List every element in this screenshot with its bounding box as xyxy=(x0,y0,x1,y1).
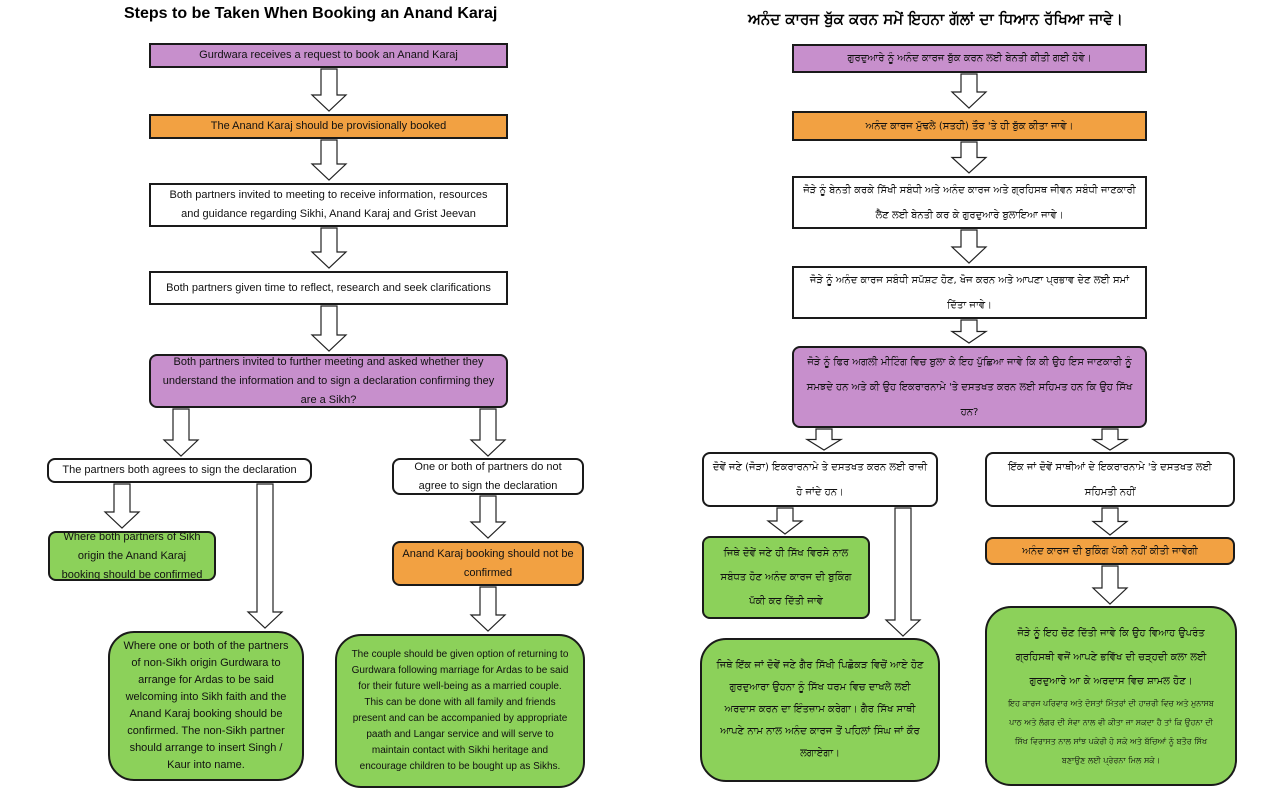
en-step-declaration: Both partners invited to further meeting… xyxy=(149,354,508,408)
en-step-reflect: Both partners given time to reflect, res… xyxy=(149,271,508,305)
en-step-request: Gurdwara receives a request to book an A… xyxy=(149,43,508,68)
en-step-provisional: The Anand Karaj should be provisionally … xyxy=(149,114,508,139)
pa-step-request: ਗੁਰਦੁਆਰੇ ਨੂੰ ਅਨੰਦ ਕਾਰਜ ਬੁੱਕ ਕਰਨ ਲਈ ਬੇਨਤੀ… xyxy=(792,44,1147,73)
pa-couple-option: ਜੋੜੇ ਨੂੰ ਇਹ ਚੋਣ ਦਿੱਤੀ ਜਾਵੇ ਕਿ ਉਹ ਵਿਆਹ ਉਪ… xyxy=(985,606,1237,786)
pa-decision-agree: ਦੋਵੇਂ ਜਣੇ (ਜੋੜਾ) ਇਕਰਾਰਨਾਮੇ ਤੇ ਦਸਤਖਤ ਕਰਨ … xyxy=(702,452,938,507)
en-not-confirmed: Anand Karaj booking should not be confir… xyxy=(392,541,584,586)
arrow-en-6a xyxy=(103,483,141,529)
arrow-en-4 xyxy=(310,305,348,352)
pa-step-provisional: ਅਨੰਦ ਕਾਰਜ ਮੁੱਢਲੇ (ਸਤਹੀ) ਤੌਰ 'ਤੇ ਹੀ ਬੁੱਕ … xyxy=(792,111,1147,141)
arrow-en-2 xyxy=(310,139,348,181)
arrow-pa-1 xyxy=(950,73,988,109)
pa-not-confirmed: ਅਨੰਦ ਕਾਰਜ ਦੀ ਬੁਕਿੰਗ ਪੱਕੀ ਨਹੀਂ ਕੀਤੀ ਜਾਵੇਗ… xyxy=(985,537,1235,565)
arrow-pa-4 xyxy=(950,319,988,344)
en-decision-disagree: One or both of partners do not agree to … xyxy=(392,458,584,495)
en-step-meeting: Both partners invited to meeting to rece… xyxy=(149,183,508,227)
arrow-en-3 xyxy=(310,227,348,269)
punjabi-title: ਅਨੰਦ ਕਾਰਜ ਬੁੱਕ ਕਰਨ ਸਮੇਂ ਇਹਨਾ ਗੱਲਾਂ ਦਾ ਧਿ… xyxy=(748,10,1123,28)
arrow-en-5b xyxy=(469,408,507,457)
pa-step-declaration: ਜੋੜੇ ਨੂੰ ਫਿਰ ਅਗਲੀ ਮੀਟਿੰਗ ਵਿਚ ਬੁਲਾ ਕੇ ਇਹ … xyxy=(792,346,1147,428)
pa-step-reflect: ਜੋੜੇ ਨੂੰ ਅਨੰਦ ਕਾਰਜ ਸਬੰਧੀ ਸਪੱਸ਼ਟ ਹੋਣ, ਖੋਜ… xyxy=(792,266,1147,319)
arrow-pa-6a xyxy=(766,507,804,535)
pa-couple-option-main: ਜੋੜੇ ਨੂੰ ਇਹ ਚੋਣ ਦਿੱਤੀ ਜਾਵੇ ਕਿ ਉਹ ਵਿਆਹ ਉਪ… xyxy=(1015,628,1207,687)
arrow-pa-6b xyxy=(884,507,922,637)
arrow-pa-5a xyxy=(804,428,844,451)
en-non-sikh-origin: Where one or both of the partners of non… xyxy=(108,631,304,781)
en-decision-agree: The partners both agrees to sign the dec… xyxy=(47,458,312,483)
pa-non-sikh-origin: ਜਿਥੇ ਇੱਕ ਜਾਂ ਦੋਵੇਂ ਜਣੇ ਗੈਰ ਸਿੱਖੀ ਪਿਛੋਕੜ … xyxy=(700,638,940,782)
pa-decision-disagree: ਇੱਕ ਜਾਂ ਦੋਵੇਂ ਸਾਥੀਆਂ ਦੇ ਇਕਰਾਰਨਾਮੇ 'ਤੇ ਦਸ… xyxy=(985,452,1235,507)
pa-couple-option-detail: ਇਹ ਕਾਰਜ ਪਰਿਵਾਰ ਅਤੇ ਦੋਸਤਾਂ ਮਿੱਤਰਾਂ ਦੀ ਹਾਜ… xyxy=(1008,699,1214,765)
arrow-pa-5b xyxy=(1090,428,1130,451)
arrow-pa-3 xyxy=(950,229,988,264)
arrow-en-8 xyxy=(469,586,507,632)
arrow-pa-8 xyxy=(1091,565,1129,605)
arrow-en-5a xyxy=(162,408,200,457)
english-title: Steps to be Taken When Booking an Anand … xyxy=(124,5,498,22)
arrow-pa-7 xyxy=(1091,507,1129,536)
pa-step-meeting: ਜੋੜੇ ਨੂੰ ਬੇਨਤੀ ਕਰਕੇ ਸਿੱਖੀ ਸਬੰਧੀ ਅਤੇ ਅਨੰਦ… xyxy=(792,176,1147,229)
arrow-pa-2 xyxy=(950,141,988,174)
arrow-en-1 xyxy=(310,68,348,112)
en-couple-option: The couple should be given option of ret… xyxy=(335,634,585,788)
pa-sikh-origin: ਜਿਥੇ ਦੋਵੇਂ ਜਣੇ ਹੀ ਸਿੱਖ ਵਿਰਸੇ ਨਾਲ ਸਬੰਧਤ ਹ… xyxy=(702,536,870,619)
en-sikh-origin: Where both partners of Sikh origin the A… xyxy=(48,531,216,581)
arrow-en-7 xyxy=(469,495,507,539)
arrow-en-6b xyxy=(246,483,284,629)
